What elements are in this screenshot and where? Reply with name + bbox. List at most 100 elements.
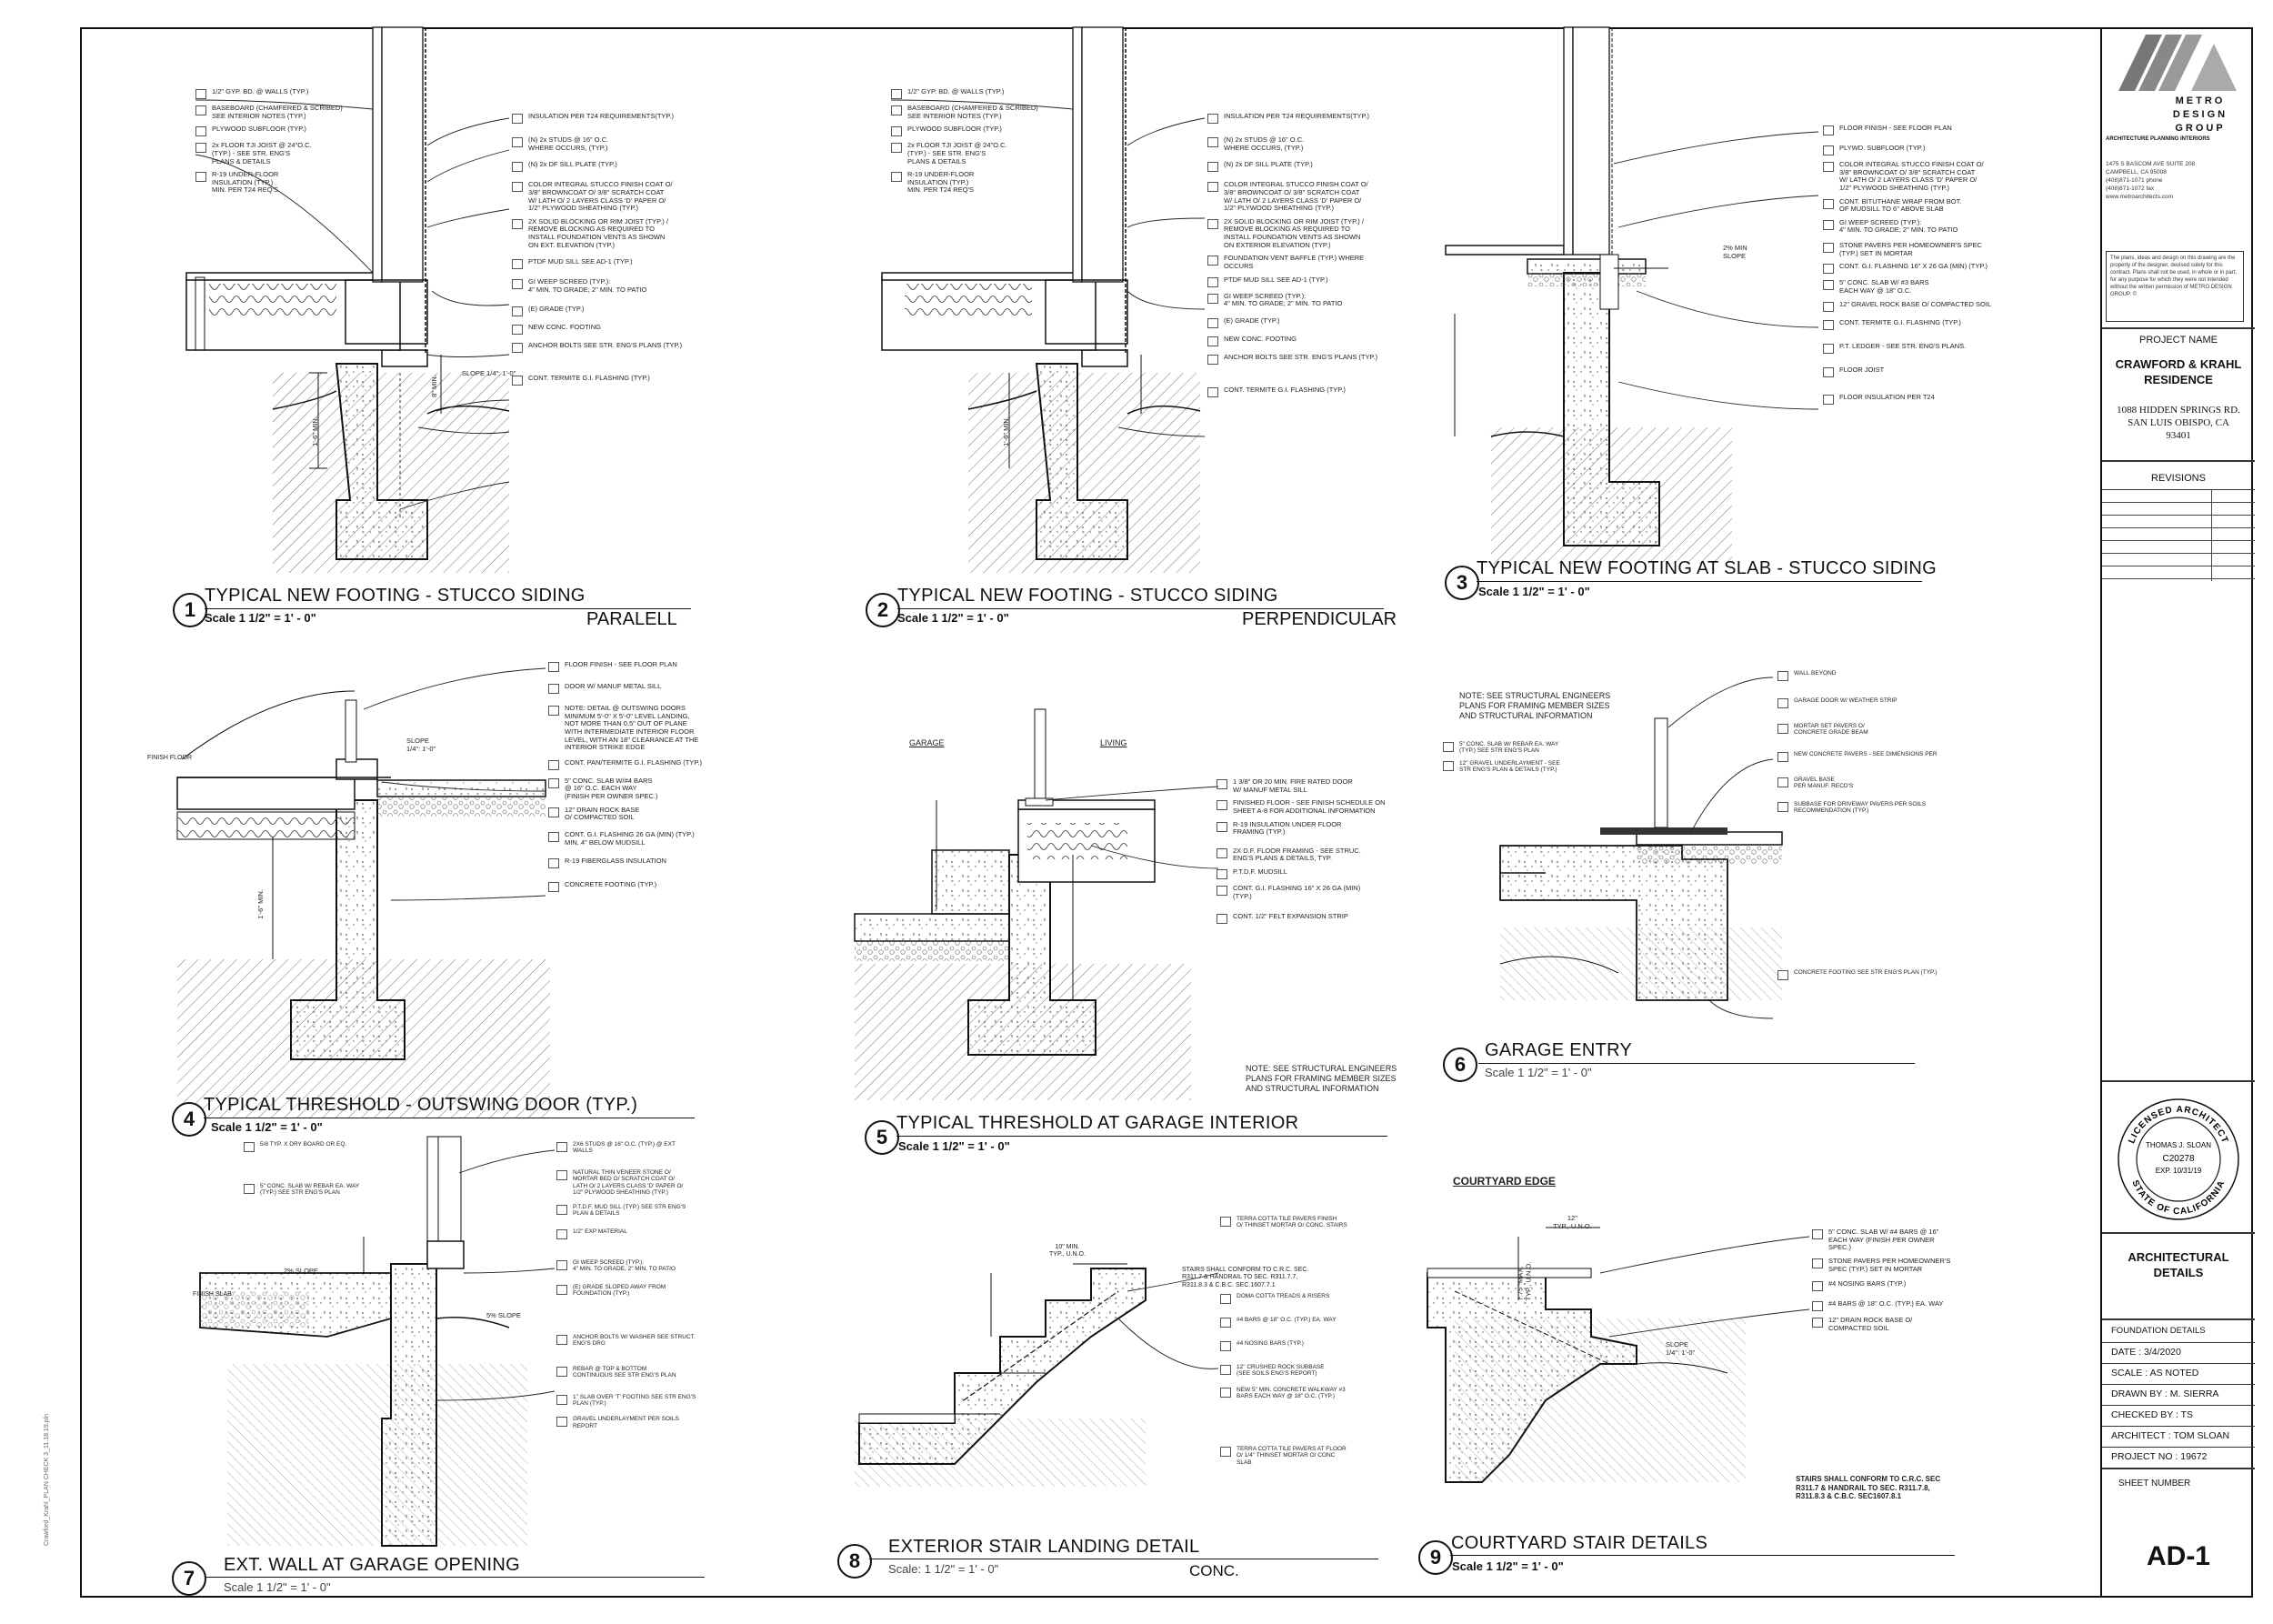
list-item: 2X SOLID BLOCKING OR RIM JOIST (TYP.) / … — [512, 217, 730, 250]
divider — [2102, 1447, 2255, 1448]
note-checkbox — [1220, 1446, 1231, 1457]
list-item: DOMA COTTA TREADS & RISERS — [1220, 1293, 1402, 1304]
note-checkbox — [556, 1259, 567, 1270]
stamp-name: THOMAS J. SLOAN — [2146, 1141, 2211, 1149]
list-item: CONT. 1/2" FELT EXPANSION STRIP — [1217, 913, 1398, 925]
note-checkbox — [512, 182, 523, 193]
project-name-line: CRAWFORD & KRAHL — [2115, 357, 2242, 371]
detail-5-notes-right: 1 3/8" OR 20 MIN. FIRE RATED DOOR W/ MAN… — [1217, 777, 1398, 929]
note-checkbox — [1207, 336, 1218, 346]
project-address-line: 93401 — [2166, 430, 2191, 441]
detail-9-number: 9 — [1418, 1540, 1453, 1575]
list-item: 5" CONC. SLAB W/#4 BARS @ 16" O.C. EACH … — [548, 777, 730, 801]
detail-4-scale: Scale 1 1/2" = 1' - 0" — [211, 1120, 323, 1134]
firm-address: 1475 S BASCOM AVE SUITE 208 CAMPBELL, CA… — [2106, 160, 2195, 201]
list-item: TERRA COTTA TILE PAVERS AT FLOOR O/ 1/4"… — [1220, 1446, 1402, 1466]
list-item: BASEBOARD (CHAMFERED & SCRIBED) SEE INTE… — [195, 104, 359, 120]
finish-slab-label: FINISH SLAB — [193, 1291, 232, 1298]
list-item: 2X SOLID BLOCKING OR RIM JOIST (TYP.) / … — [1207, 217, 1426, 250]
note-checkbox — [1220, 1387, 1231, 1398]
note-checkbox — [556, 1228, 567, 1239]
slope-label-d4: SLOPE 1/4": 1'-0" — [406, 737, 436, 753]
list-item: NEW CONCRETE PAVERS - SEE DIMENSIONS PER — [1777, 751, 1978, 762]
divider — [2102, 1468, 2255, 1469]
detail-2-scale: Scale 1 1/2" = 1' - 0" — [897, 611, 1009, 625]
note-checkbox — [556, 1394, 567, 1405]
list-item: GARAGE DOOR W/ WEATHER STRIP — [1777, 697, 1978, 708]
note-checkbox — [1207, 276, 1218, 287]
title-rule — [205, 1577, 705, 1578]
note-checkbox — [512, 137, 523, 147]
list-item: 5" CONC. SLAB W/ #3 BARS EACH WAY @ 18" … — [1823, 278, 2041, 295]
list-item: CONT. TERMITE G.I. FLASHING (TYP.) — [1823, 318, 2041, 330]
detail-7-notes-right: 2X6 STUDS @ 16" O.C. (TYP.) @ EXT WALLS … — [556, 1141, 729, 1435]
note-checkbox — [1777, 671, 1788, 681]
detail-3-notes-right: FLOOR FINISH - SEE FLOOR PLAN PLYWD. SUB… — [1823, 124, 2041, 410]
detail-6-notes-left: 5" CONC. SLAB W/ REBAR EA. WAY (TYP.) SE… — [1443, 741, 1588, 779]
note-checkbox — [244, 1142, 255, 1152]
list-item: 12" GRAVEL ROCK BASE O/ COMPACTED SOIL — [1823, 300, 2041, 312]
revisions-table — [2102, 489, 2255, 581]
sheet-subtitle: FOUNDATION DETAILS — [2111, 1326, 2206, 1336]
note-checkbox — [548, 684, 559, 694]
divider — [2102, 1363, 2255, 1364]
garage-label: GARAGE — [909, 738, 945, 747]
list-item: FLOOR INSULATION PER T24 — [1823, 393, 2041, 405]
list-item: STONE PAVERS PER HOMEOWNER'S SPEC (TYP.)… — [1823, 241, 2041, 257]
list-item: FINISHED FLOOR - SEE FINISH SCHEDULE ON … — [1217, 798, 1398, 815]
firm-tagline: ARCHITECTURE PLANNING INTERIORS — [2106, 136, 2210, 142]
note-checkbox — [1812, 1258, 1823, 1268]
list-item: CONT. TERMITE G.I. FLASHING (TYP.) — [512, 374, 730, 386]
note-checkbox — [1777, 969, 1788, 980]
divider — [2102, 1080, 2255, 1082]
list-item: 1/2" GYP. BD. @ WALLS (TYP.) — [195, 87, 359, 99]
list-item: INSULATION PER T24 REQUIREMENTS(TYP.) — [512, 112, 730, 124]
note-checkbox — [1823, 198, 1834, 209]
detail-5-structural-note: NOTE: SEE STRUCTURAL ENGINEERS PLANS FOR… — [1246, 1064, 1397, 1093]
detail-5-drawing — [854, 708, 1191, 1100]
note-checkbox — [548, 777, 559, 788]
note-checkbox — [1823, 125, 1834, 135]
list-item: (N) 2x DF SILL PLATE (TYP.) — [512, 161, 730, 173]
note-checkbox — [1217, 847, 1227, 858]
list-item: 2X D.F. FLOOR FRAMING - SEE STRUC. ENG'S… — [1217, 847, 1398, 863]
living-label: LIVING — [1100, 738, 1127, 747]
note-checkbox — [548, 706, 559, 716]
detail-8-title: EXTERIOR STAIR LANDING DETAIL — [888, 1537, 1200, 1557]
detail-7-drawing — [199, 1136, 527, 1547]
detail-5-scale: Scale 1 1/2" = 1' - 0" — [898, 1139, 1010, 1153]
title-rule — [205, 608, 691, 609]
note-checkbox — [512, 259, 523, 270]
list-item: FOUNDATION VENT BAFFLE (TYP.) WHERE OCCU… — [1207, 254, 1426, 270]
slope-label-d9: SLOPE 1/4": 1'-0" — [1666, 1340, 1696, 1357]
list-item: CONT. G.I. FLASHING 16" X 26 GA (MIN) (T… — [1823, 263, 2041, 275]
list-item: FLOOR FINISH - SEE FLOOR PLAN — [1823, 124, 2041, 135]
detail-1-title: TYPICAL NEW FOOTING - STUCCO SIDING — [205, 586, 586, 606]
list-item: NOTE: DETAIL @ OUTSWING DOORS MINIMUM 5'… — [548, 704, 730, 752]
detail-1-subtitle: PARALELL — [586, 609, 677, 629]
list-item: #4 BARS @ 18" O.C. (TYP.) EA. WAY — [1220, 1317, 1402, 1328]
note-checkbox — [548, 662, 559, 672]
list-item: FLOOR JOIST — [1823, 366, 2041, 377]
detail-2-notes-right: INSULATION PER T24 REQUIREMENTS(TYP.) (N… — [1207, 112, 1426, 403]
list-item: TERRA COTTA TILE PAVERS FINISH O/ THINSE… — [1220, 1216, 1402, 1229]
note-checkbox — [1217, 779, 1227, 789]
note-checkbox — [512, 218, 523, 229]
address-line: www.metroarchitects.com — [2106, 194, 2174, 200]
divider — [2102, 1232, 2255, 1234]
list-item: 12" CRUSHED ROCK SUBBASE (SEE SOILS ENG'… — [1220, 1364, 1402, 1378]
list-item: 5" CONC. SLAB W/ #4 BARS @ 16" EACH WAY … — [1812, 1228, 1967, 1252]
revisions-column-divider — [2211, 490, 2212, 581]
note-checkbox — [1217, 821, 1227, 832]
list-item: CONT. G.I. FLASHING 16" X 26 GA (MIN) (T… — [1217, 884, 1398, 900]
note-checkbox — [1823, 280, 1834, 291]
detail-8-notes-right: TERRA COTTA TILE PAVERS FINISH O/ THINSE… — [1220, 1216, 1402, 1471]
list-item: PLYWOOD SUBFLOOR (TYP.) — [195, 125, 359, 137]
list-item: 1/2" GYP. BD. @ WALLS (TYP.) — [891, 87, 1055, 99]
note-checkbox — [1220, 1317, 1231, 1328]
list-item: #4 NOSING BARS (TYP.) — [1812, 1279, 1967, 1292]
sheet-architect: ARCHITECT : TOM SLOAN — [2111, 1430, 2230, 1441]
list-item: 5/8 TYP. X DRY BOARD OR EQ. — [244, 1141, 389, 1152]
list-item: CONT. TERMITE G.I. FLASHING (TYP.) — [1207, 386, 1426, 397]
sheet-checked-by: CHECKED BY : TS — [2111, 1409, 2194, 1420]
